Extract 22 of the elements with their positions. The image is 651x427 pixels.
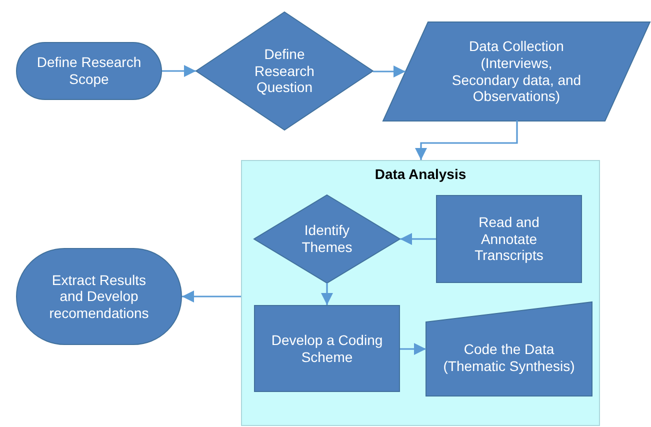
process-box [254, 305, 400, 392]
process-box [436, 195, 582, 283]
node-label: Develop a Coding Scheme [270, 332, 384, 366]
arrow [400, 343, 426, 355]
group-heading: Data Analysis [374, 166, 466, 182]
arrow [415, 120, 518, 160]
node-label: Identify Themes [300, 222, 354, 256]
node-label: Code the Data (Thematic Synthesis) [442, 341, 576, 375]
arrow [182, 290, 241, 302]
node-label: Read and Annotate Transcripts [474, 214, 544, 264]
data-parallelogram [383, 22, 650, 121]
arrow [162, 65, 196, 77]
decision-diamond [196, 12, 373, 130]
node-label: Define Research Question [254, 46, 316, 96]
arrow [400, 233, 436, 245]
node-label: Define Research Scope [36, 54, 142, 88]
decision-diamond [254, 195, 400, 283]
arrow [321, 283, 333, 305]
node-label: Extract Results and Develop recomendations [48, 272, 150, 322]
arrow [373, 66, 406, 78]
node-label: Data Collection (Interviews, Secondary data, and Observations) [450, 38, 582, 105]
group-panel [241, 160, 600, 426]
